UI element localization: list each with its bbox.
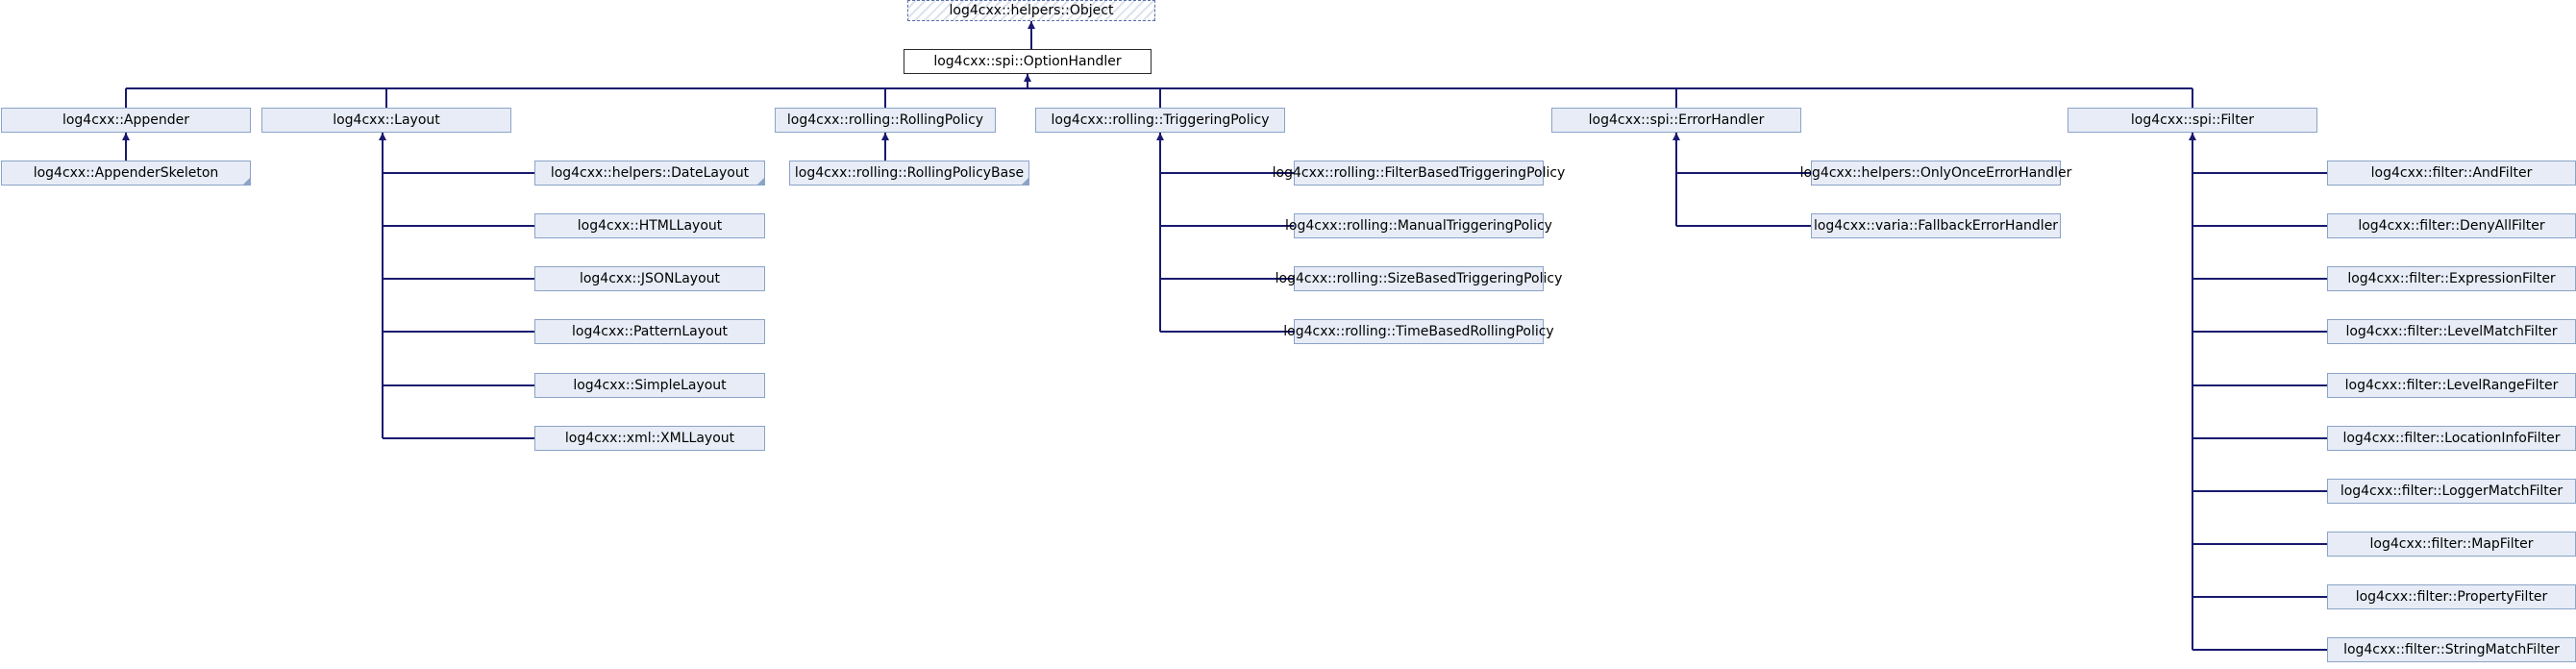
- class-node-label: log4cxx::rolling::FilterBasedTriggeringP…: [1272, 165, 1566, 181]
- inheritance-arrowhead: [1156, 133, 1164, 140]
- inheritance-arrowhead: [1024, 74, 1031, 82]
- class-node-label: log4cxx::filter::StringMatchFilter: [2343, 642, 2560, 657]
- class-node-denyallfilter[interactable]: log4cxx::filter::DenyAllFilter: [2327, 213, 2576, 238]
- class-node-label: log4cxx::HTMLLayout: [577, 218, 723, 234]
- inheritance-arrowhead: [379, 133, 386, 140]
- class-node-label: log4cxx::filter::AndFilter: [2370, 165, 2533, 181]
- class-node-object[interactable]: log4cxx::helpers::Object: [907, 0, 1155, 21]
- class-node-appenderskeleton[interactable]: log4cxx::AppenderSkeleton: [1, 161, 251, 186]
- class-node-errorhandler[interactable]: log4cxx::spi::ErrorHandler: [1551, 108, 1801, 133]
- class-node-simplelayout[interactable]: log4cxx::SimpleLayout: [534, 373, 765, 398]
- class-node-label: log4cxx::filter::LocationInfoFilter: [2342, 431, 2561, 446]
- class-node-layout[interactable]: log4cxx::Layout: [261, 108, 511, 133]
- class-node-manualtrigger[interactable]: log4cxx::rolling::ManualTriggeringPolicy: [1285, 213, 1552, 238]
- class-node-rollingpolicybase[interactable]: log4cxx::rolling::RollingPolicyBase: [789, 161, 1029, 186]
- inheritance-arrowhead: [1672, 133, 1680, 140]
- class-node-htmllayout[interactable]: log4cxx::HTMLLayout: [534, 213, 765, 238]
- class-node-levelrangefilter[interactable]: log4cxx::filter::LevelRangeFilter: [2327, 373, 2576, 398]
- class-node-mapfilter[interactable]: log4cxx::filter::MapFilter: [2327, 532, 2576, 557]
- class-node-fallbackerror[interactable]: log4cxx::varia::FallbackErrorHandler: [1811, 213, 2061, 238]
- class-node-label: log4cxx::spi::Filter: [2130, 112, 2255, 128]
- class-node-xmllayout[interactable]: log4cxx::xml::XMLLayout: [534, 426, 765, 451]
- inheritance-arrowhead: [1028, 21, 1035, 29]
- class-node-label: log4cxx::helpers::OnlyOnceErrorHandler: [1799, 165, 2072, 181]
- class-node-label: log4cxx::Layout: [333, 112, 440, 128]
- class-node-label: log4cxx::Appender: [62, 112, 190, 128]
- class-node-patternlayout[interactable]: log4cxx::PatternLayout: [534, 319, 765, 344]
- class-node-optionhandler[interactable]: log4cxx::spi::OptionHandler: [904, 49, 1152, 74]
- class-node-label: log4cxx::filter::DenyAllFilter: [2358, 218, 2545, 234]
- inheritance-arrowhead: [881, 133, 889, 140]
- class-node-stringmatchfilter[interactable]: log4cxx::filter::StringMatchFilter: [2327, 637, 2576, 662]
- class-node-andfilter[interactable]: log4cxx::filter::AndFilter: [2327, 161, 2576, 186]
- class-node-label: log4cxx::rolling::TriggeringPolicy: [1051, 112, 1270, 128]
- class-node-locationinfofilter[interactable]: log4cxx::filter::LocationInfoFilter: [2327, 426, 2576, 451]
- class-node-label: log4cxx::PatternLayout: [572, 324, 728, 339]
- class-node-label: log4cxx::rolling::TimeBasedRollingPolicy: [1283, 324, 1554, 339]
- class-node-jsonlayout[interactable]: log4cxx::JSONLayout: [534, 266, 765, 291]
- class-node-label: log4cxx::helpers::DateLayout: [550, 165, 750, 181]
- class-node-label: log4cxx::spi::OptionHandler: [933, 54, 1122, 69]
- class-node-timebasedrolling[interactable]: log4cxx::rolling::TimeBasedRollingPolicy: [1283, 319, 1554, 344]
- class-node-label: log4cxx::varia::FallbackErrorHandler: [1813, 218, 2059, 234]
- class-node-label: log4cxx::spi::ErrorHandler: [1588, 112, 1765, 128]
- class-node-loggermatchfilter[interactable]: log4cxx::filter::LoggerMatchFilter: [2327, 479, 2576, 504]
- class-node-levelmatchfilter[interactable]: log4cxx::filter::LevelMatchFilter: [2327, 319, 2576, 344]
- inheritance-arrowhead: [122, 133, 130, 140]
- class-node-label: log4cxx::filter::LoggerMatchFilter: [2340, 483, 2564, 499]
- class-node-label: log4cxx::filter::LevelRangeFilter: [2344, 378, 2559, 393]
- class-node-label: log4cxx::rolling::RollingPolicyBase: [794, 165, 1025, 181]
- class-node-label: log4cxx::filter::MapFilter: [2369, 536, 2534, 552]
- class-node-rollingpolicy[interactable]: log4cxx::rolling::RollingPolicy: [775, 108, 996, 133]
- class-node-filter[interactable]: log4cxx::spi::Filter: [2068, 108, 2317, 133]
- class-node-label: log4cxx::filter::PropertyFilter: [2355, 589, 2548, 605]
- class-node-label: log4cxx::filter::LevelMatchFilter: [2345, 324, 2558, 339]
- class-node-label: log4cxx::xml::XMLLayout: [564, 431, 735, 446]
- class-node-label: log4cxx::rolling::ManualTriggeringPolicy: [1285, 218, 1552, 234]
- class-node-label: log4cxx::helpers::Object: [949, 3, 1114, 18]
- class-node-label: log4cxx::JSONLayout: [579, 271, 721, 286]
- class-node-propertyfilter[interactable]: log4cxx::filter::PropertyFilter: [2327, 584, 2576, 609]
- class-node-label: log4cxx::rolling::RollingPolicy: [786, 112, 984, 128]
- class-node-datelayout[interactable]: log4cxx::helpers::DateLayout: [534, 161, 765, 186]
- class-node-filterbasedtrigger[interactable]: log4cxx::rolling::FilterBasedTriggeringP…: [1273, 161, 1565, 186]
- class-node-label: log4cxx::rolling::SizeBasedTriggeringPol…: [1275, 271, 1563, 286]
- class-node-triggeringpolicy[interactable]: log4cxx::rolling::TriggeringPolicy: [1035, 108, 1285, 133]
- class-node-sizebasedtrigger[interactable]: log4cxx::rolling::SizeBasedTriggeringPol…: [1276, 266, 1562, 291]
- class-node-onlyonceerror[interactable]: log4cxx::helpers::OnlyOnceErrorHandler: [1800, 161, 2071, 186]
- class-node-label: log4cxx::SimpleLayout: [573, 378, 727, 393]
- class-node-appender[interactable]: log4cxx::Appender: [1, 108, 251, 133]
- class-node-label: log4cxx::AppenderSkeleton: [33, 165, 219, 181]
- inheritance-arrowhead: [2189, 133, 2196, 140]
- class-node-label: log4cxx::filter::ExpressionFilter: [2347, 271, 2556, 286]
- class-node-expressionfilter[interactable]: log4cxx::filter::ExpressionFilter: [2327, 266, 2576, 291]
